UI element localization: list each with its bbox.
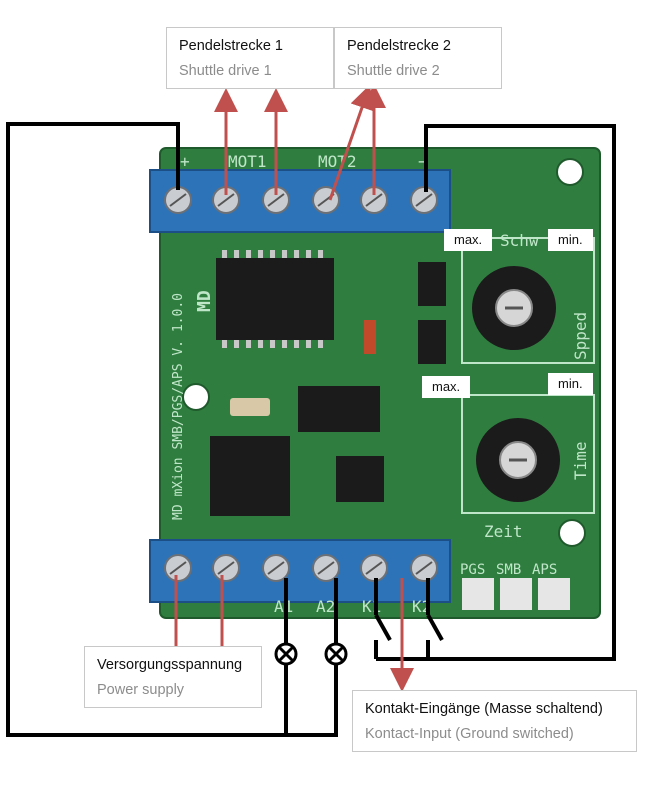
speed-pot-outline — [461, 237, 595, 364]
callout-shuttle-drive-2-de: Pendelstrecke 2 — [347, 38, 451, 54]
mounting-hole-bottom — [558, 519, 586, 547]
speed-potentiometer — [472, 266, 556, 350]
contact-switches — [374, 614, 444, 641]
callout-power-supply-de: Versorgungsspannung — [97, 657, 243, 673]
wire-a2 — [286, 578, 338, 737]
callout-power-supply-en: Power supply — [97, 682, 185, 698]
wire-minus-loop — [376, 124, 616, 661]
mounting-hole-top — [556, 158, 584, 186]
logo: MD — [194, 290, 215, 312]
ic-driver-top-pins — [222, 250, 323, 348]
callout-shuttle-drive-2: Pendelstrecke 2 Shuttle drive 2 — [334, 27, 502, 89]
ic-regulator — [210, 436, 290, 516]
arrow-mot2-a — [328, 84, 374, 201]
ic-microcontroller — [298, 386, 380, 432]
label-minus: − — [418, 152, 428, 171]
pot-tag-time-min: min. — [548, 373, 593, 395]
resistor — [364, 320, 376, 354]
lamp-icons — [274, 642, 348, 666]
pot-tag-speed-min: min. — [548, 229, 593, 251]
callout-contact-inputs-en: Kontact-Input (Ground switched) — [365, 726, 574, 742]
pcb-board-edge — [159, 147, 601, 619]
label-a1: A1 — [274, 597, 293, 616]
silkscreen-model: MD mXion SMB/PGS/APS V. 1.0.0 — [171, 293, 186, 520]
callout-power-supply: Versorgungsspannung Power supply — [84, 646, 262, 708]
lamp-icon-a2 — [324, 642, 348, 666]
pot-tag-time-max: max. — [422, 376, 471, 398]
ic-driver-top — [216, 258, 334, 340]
top-terminal-block — [149, 169, 451, 233]
lamp-icon-a1 — [274, 642, 298, 666]
label-k1: K1 — [362, 597, 381, 616]
red-arrows — [174, 84, 414, 692]
capacitor — [230, 398, 270, 416]
jumper-label-aps: APS — [532, 562, 557, 578]
time-potentiometer — [476, 418, 560, 502]
label-zeit: Zeit — [484, 522, 523, 541]
switch-k1 — [374, 614, 392, 641]
label-time: Time — [571, 441, 590, 480]
diode-1 — [418, 262, 446, 306]
jumper-pad-pgs — [462, 578, 494, 610]
label-a2: A2 — [316, 597, 335, 616]
label-speed: Spped — [571, 312, 590, 360]
callout-contact-inputs-de: Kontakt-Eingänge (Masse schaltend) — [365, 701, 603, 717]
callout-contact-inputs: Kontakt-Eingänge (Masse schaltend) Konta… — [352, 690, 637, 752]
callout-shuttle-drive-2-en: Shuttle drive 2 — [347, 63, 440, 79]
label-mot1: MOT1 — [228, 152, 267, 171]
pot-tag-speed-max: max. — [444, 229, 493, 251]
label-plus: + — [180, 152, 190, 171]
bottom-terminal-block — [149, 539, 451, 603]
callout-shuttle-drive-1-en: Shuttle drive 1 — [179, 63, 272, 79]
jumper-pad-aps — [538, 578, 570, 610]
callout-shuttle-drive-1-de: Pendelstrecke 1 — [179, 38, 283, 54]
time-pot-outline — [461, 394, 595, 514]
callout-shuttle-drive-1: Pendelstrecke 1 Shuttle drive 1 — [166, 27, 334, 89]
label-schw: Schw — [500, 231, 539, 250]
ic-small — [336, 456, 384, 502]
jumper-label-pgs: PGS — [460, 562, 485, 578]
switch-k2 — [426, 614, 444, 641]
wire-plus-loop — [6, 122, 286, 737]
jumper-label-smb: SMB — [496, 562, 521, 578]
diode-2 — [418, 320, 446, 364]
mounting-hole-left — [182, 383, 210, 411]
jumper-pad-smb — [500, 578, 532, 610]
label-mot2: MOT2 — [318, 152, 357, 171]
